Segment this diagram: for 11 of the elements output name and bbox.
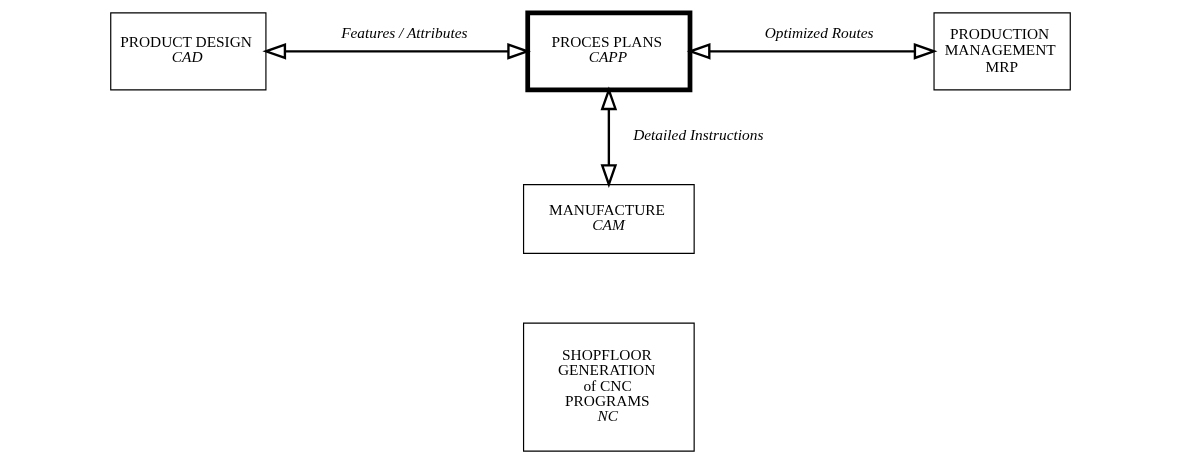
node-box: PRODUCTION MANAGEMENT MRP [932, 12, 1071, 91]
arrow [686, 43, 937, 60]
node-box: SHOPFLOOR GENERATION of CNC PROGRAMS NC [522, 322, 695, 452]
edge-label: Detailed Instructions [632, 126, 763, 144]
edge-label: Features / Attributes [340, 23, 468, 41]
arrow [600, 86, 617, 188]
edge-label: Optimized Routes [764, 23, 874, 41]
node-box: PROCES PLANS CAPP [524, 10, 692, 93]
node-box: MANUFACTURE CAM [522, 184, 695, 254]
arrow [261, 43, 531, 60]
node-box: PRODUCT DESIGN CAD [109, 12, 266, 91]
